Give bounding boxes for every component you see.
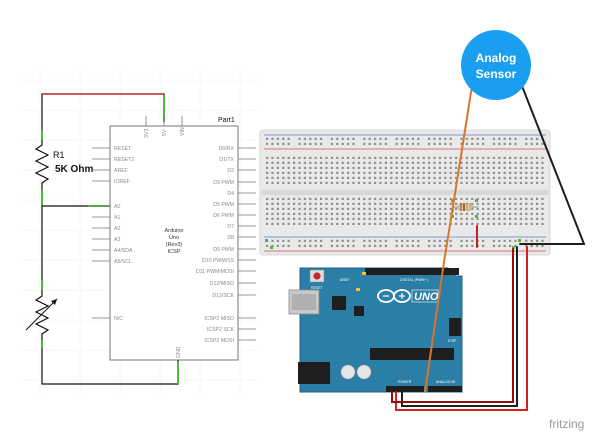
right-pin-d10: D10 PWM/SS	[202, 258, 235, 264]
right-pin-d1: D1/TX	[219, 157, 234, 163]
top-pin-vin: VIN	[180, 127, 186, 136]
sensor-badge-line2: Sensor	[476, 67, 517, 81]
bottom-pin-gnd: GND	[176, 346, 182, 358]
icsp-header	[449, 318, 461, 336]
right-pin-d7: D7	[227, 224, 234, 230]
right-pin-d13: D13/SCK	[212, 293, 234, 299]
sensor-badge-line1: Analog	[476, 51, 517, 65]
left-pin-a5: A5/SCL	[114, 259, 132, 265]
left-pin-a1: A1	[114, 215, 120, 221]
left-pin-nc: N/C	[114, 316, 123, 322]
right-pin-icsp2-miso: ICSP2 MISO	[204, 316, 234, 322]
right-pin-d0: D0/RX	[219, 146, 235, 152]
right-pin-d2: D2	[227, 168, 234, 174]
digital-header-label: DIGITAL (PWM~)	[400, 278, 428, 282]
breadboard	[259, 129, 551, 256]
top-pin-3v3: 3V3	[144, 129, 150, 138]
power-header	[386, 386, 424, 392]
arduino-infinity-logo	[377, 289, 411, 303]
wire-darkred-gnd	[391, 248, 514, 403]
wire-orange-sensor	[424, 85, 473, 393]
left-pin-ioref: IOREF	[114, 179, 130, 185]
right-pin-stubs	[238, 147, 256, 341]
arduino-uno-board: RESET DIGITAL (PWM~) AREF ICSP UNO POWER…	[288, 267, 463, 393]
reset-label: RESET	[311, 286, 324, 290]
arduino-schematic-block	[109, 125, 239, 361]
right-pin-icsp2-sck: ICSP2 SCK	[207, 327, 235, 333]
left-pin-reset: RESET	[114, 146, 132, 152]
right-pin-d6: D6 PWM	[213, 213, 234, 219]
right-pin-d4: D4	[227, 191, 234, 197]
left-pin-a2: A2	[114, 226, 120, 232]
analog-sensor-badge: Analog Sensor	[461, 30, 531, 100]
right-pin-d8: D8	[227, 235, 234, 241]
atmega-chip	[370, 348, 454, 360]
potentiometer-symbol	[25, 290, 58, 340]
top-pin-5v: 5V	[162, 129, 168, 136]
breadboard-wires	[391, 85, 586, 411]
capacitor-1	[340, 364, 356, 380]
resistor-name: R1	[53, 150, 65, 160]
chip-line-4: ICSP	[168, 249, 181, 255]
chip-line-2: Uno	[169, 235, 179, 241]
uno-brand-mark: UNO	[414, 291, 439, 303]
left-pin-a4: A4/SDA	[114, 248, 133, 254]
icsp-label: ICSP	[448, 339, 457, 343]
resistor-value: 5K Ohm	[55, 164, 93, 175]
right-pin-icsp2-mosi: ICSP2 MOSI	[204, 338, 234, 344]
analog-header	[428, 386, 462, 392]
right-pin-d11: D11 PWM/MOSI	[196, 269, 234, 275]
part-label: Part1	[218, 117, 235, 124]
power-header-label: POWER	[398, 380, 412, 384]
fritzing-watermark: fritzing	[549, 417, 584, 431]
right-pin-d5: D5 PWM	[213, 202, 234, 208]
capacitor-2	[356, 364, 372, 380]
breadboard-holes	[266, 137, 544, 247]
wire-black-gnd	[401, 246, 518, 407]
left-pin-a0: A0	[114, 204, 120, 210]
breadboard-resistor	[452, 203, 478, 211]
right-pin-d12: D12/MISO	[210, 281, 234, 287]
left-pin-aref: AREF	[114, 168, 128, 174]
left-pin-a3: A3	[114, 237, 120, 243]
right-pin-d9: D9 PWM	[213, 247, 234, 253]
wire-black-sensor	[519, 85, 586, 245]
chip-line-3: (Rev3)	[166, 242, 183, 248]
digital-header	[365, 268, 459, 275]
analog-header-label: ANALOG IN	[436, 380, 456, 384]
left-pin-reset2: RESET2	[114, 157, 134, 163]
schematic-view: R1 5K Ohm Part1 3V3 5V VIN GND Arduino U…	[20, 70, 260, 395]
power-jack	[298, 362, 330, 384]
usb-chip	[332, 296, 346, 310]
aref-label: AREF	[340, 278, 350, 282]
resistor-r1-symbol	[34, 140, 50, 190]
right-pin-d3: D3 PWM	[213, 180, 234, 186]
small-chip	[354, 306, 364, 316]
chip-line-1: Arduino	[165, 228, 184, 234]
left-pin-stubs	[92, 147, 110, 319]
